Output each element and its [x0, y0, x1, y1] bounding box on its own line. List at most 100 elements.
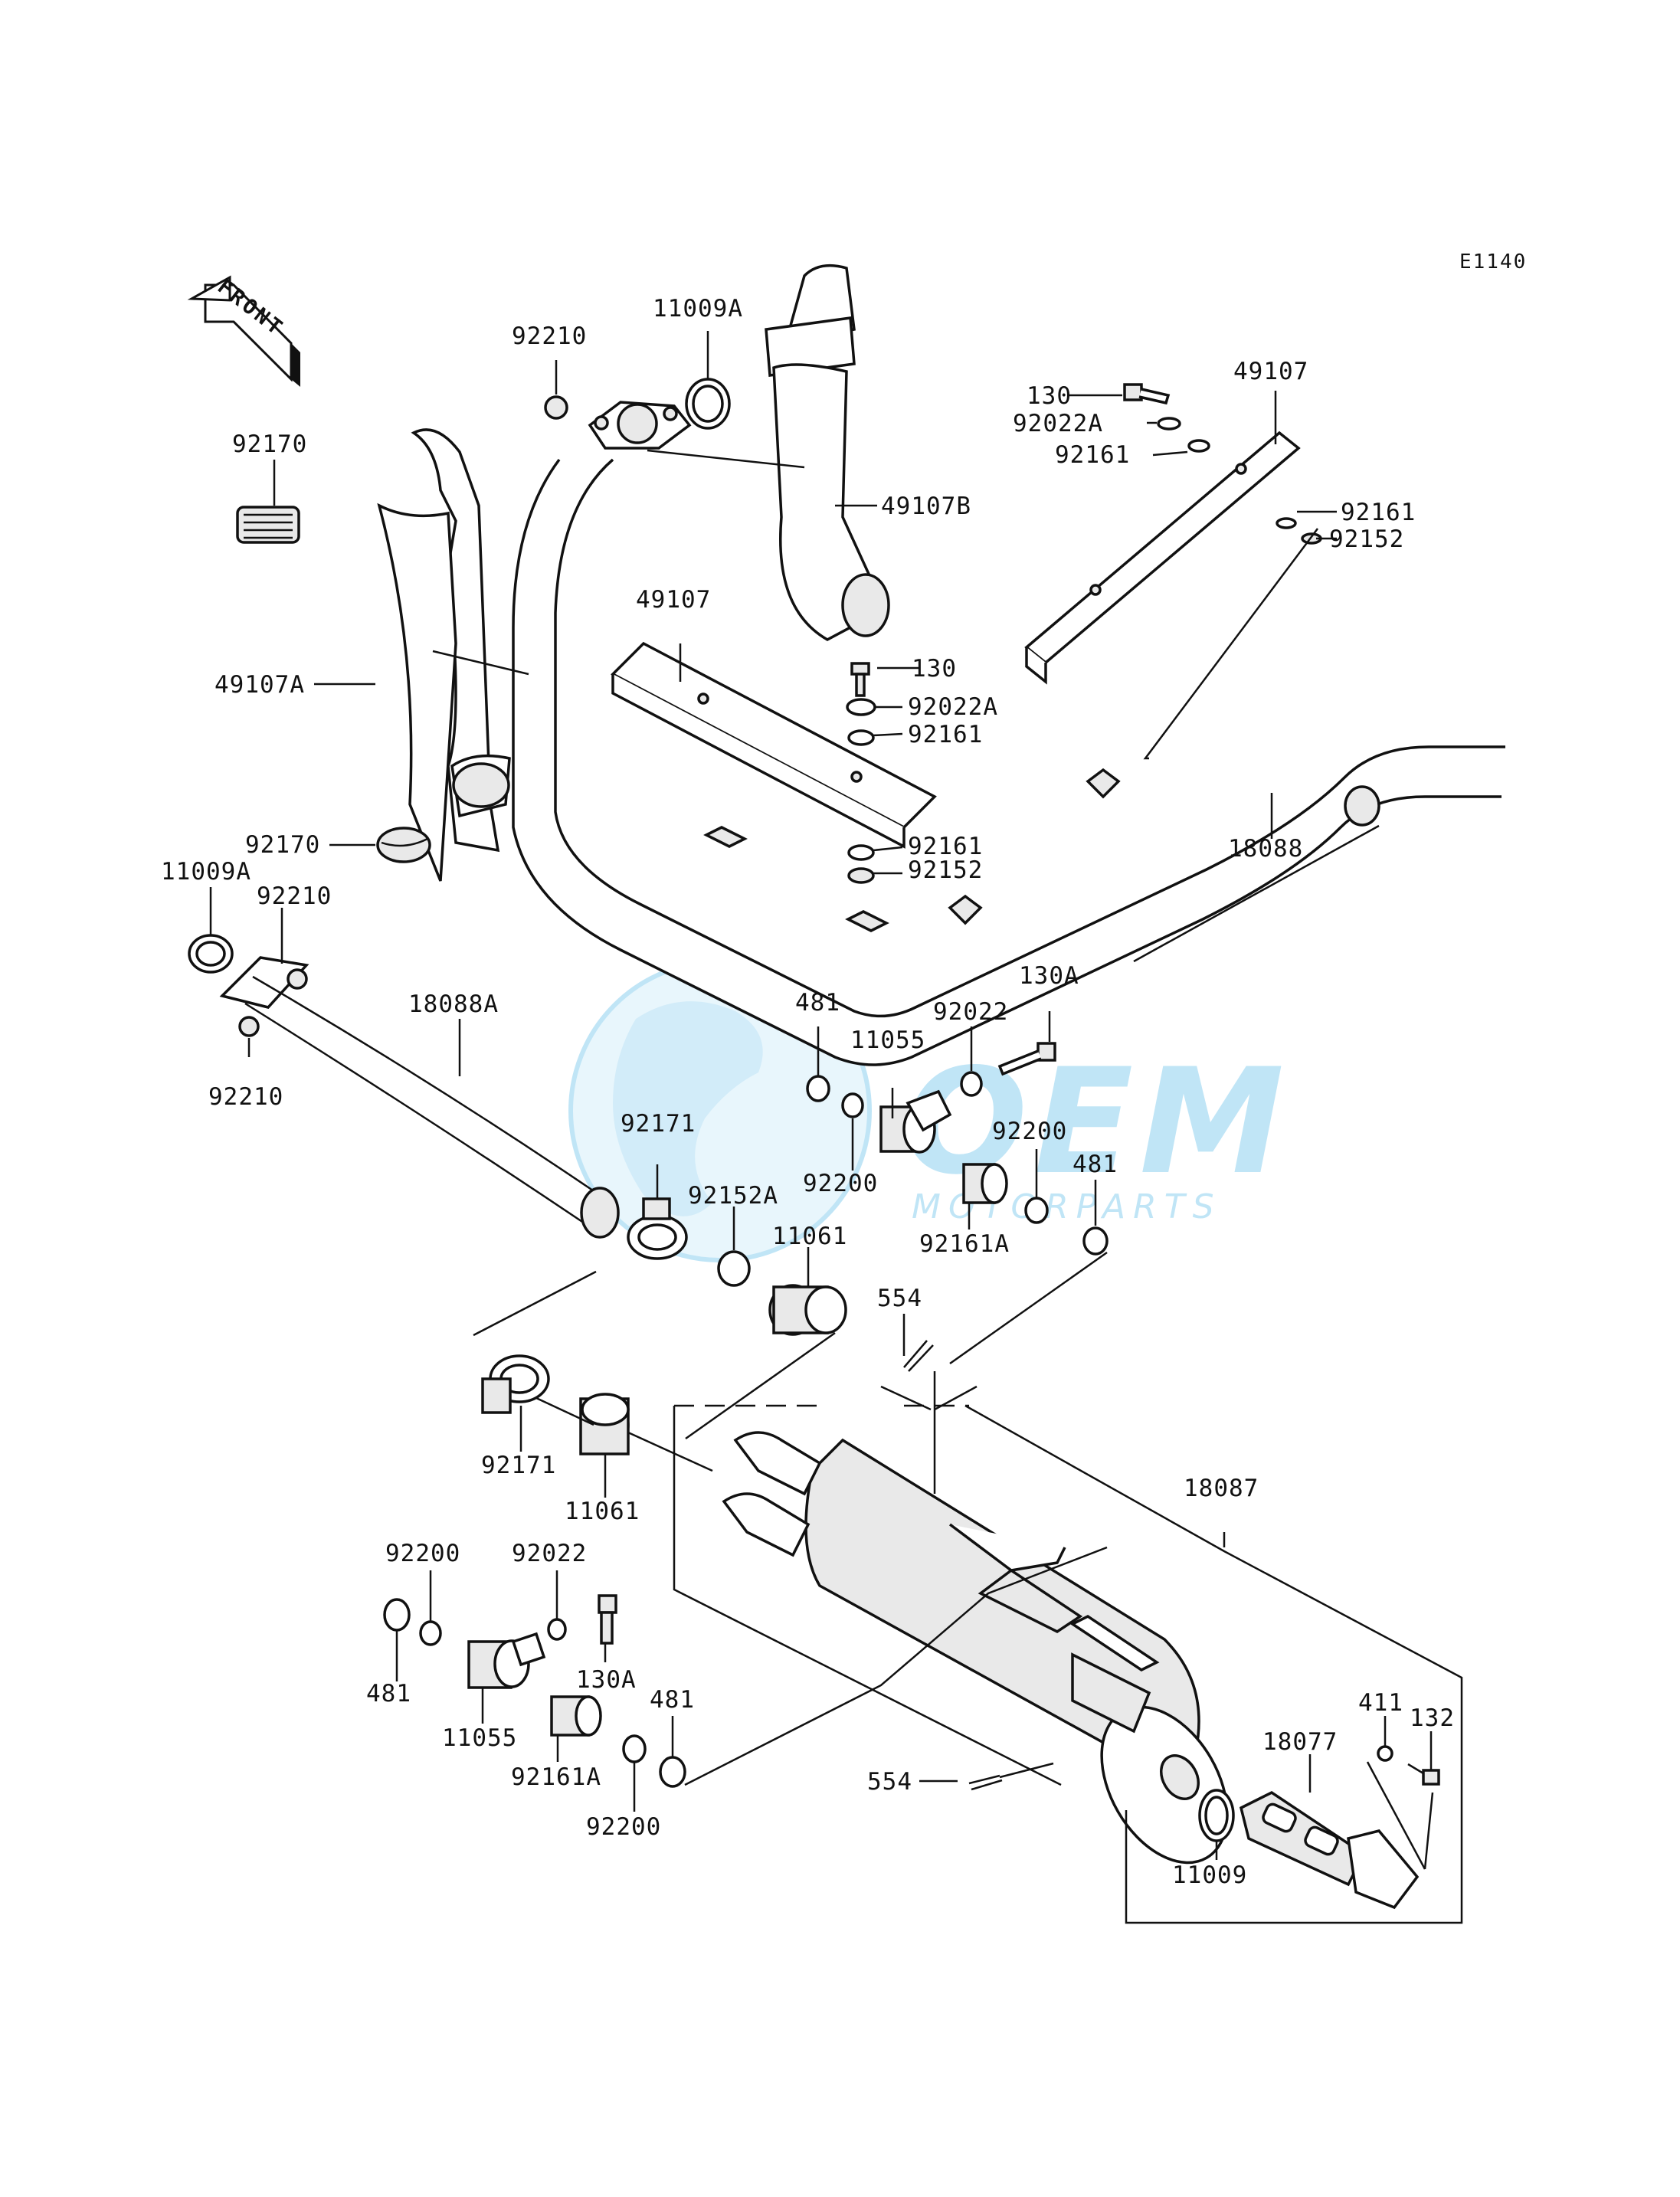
- label-411: 411: [1358, 1689, 1403, 1717]
- label-92022a-middle: 92022A: [908, 693, 998, 721]
- washer-411: [1377, 1745, 1393, 1762]
- exhaust-flange-top: [544, 395, 692, 450]
- bushing-11055-lower: [467, 1632, 546, 1689]
- bolt-130a-lower: [598, 1594, 617, 1645]
- circlip-481-upper-right: [1082, 1226, 1109, 1256]
- label-92152a: 92152A: [688, 1182, 778, 1210]
- heat-guard-49107-middle: [611, 641, 937, 849]
- label-92022a-right: 92022A: [1013, 410, 1103, 437]
- bushing-92161a-lower: [550, 1695, 602, 1737]
- label-11061-lower: 11061: [565, 1498, 640, 1525]
- label-49107-middle: 49107: [636, 586, 711, 614]
- label-92161-right-b: 92161: [1341, 499, 1416, 526]
- label-554-upper: 554: [877, 1285, 922, 1312]
- washer-92161-middle-b: [847, 844, 875, 861]
- gasket-11009: [1198, 1789, 1235, 1842]
- label-92210-left-bottom: 92210: [208, 1083, 283, 1111]
- muffler-18087: [722, 1431, 1229, 1865]
- label-11009a-top: 11009A: [653, 295, 743, 323]
- watermark-text: OEM: [904, 1037, 1290, 1207]
- label-92022-upper: 92022: [933, 998, 1008, 1026]
- label-11055-lower: 11055: [442, 1724, 517, 1752]
- heat-guard-49107a: [377, 428, 511, 882]
- bolt-130-middle: [850, 662, 870, 697]
- label-18088a: 18088A: [408, 990, 499, 1018]
- washer-92161-right: [1276, 517, 1297, 529]
- label-92200-upper-left: 92200: [803, 1170, 878, 1197]
- sleeve-11061-upper: [768, 1284, 847, 1336]
- label-132: 132: [1410, 1704, 1455, 1732]
- circlip-481-lower-left: [383, 1598, 411, 1632]
- cotter-pin-554-lower: [968, 1774, 1003, 1791]
- bushing-92161a-upper: [962, 1163, 1008, 1204]
- label-92170-upper: 92170: [232, 431, 307, 458]
- front-arrow-icon: FRONT: [187, 275, 300, 387]
- label-92161-right-a: 92161: [1055, 441, 1130, 469]
- washer-92022-lower: [547, 1618, 567, 1641]
- label-49107-right: 49107: [1233, 358, 1308, 385]
- label-92170-lower: 92170: [245, 831, 320, 859]
- label-130a-lower: 130A: [576, 1666, 637, 1694]
- label-92022-lower: 92022: [512, 1540, 587, 1567]
- label-92161-middle-b: 92161: [908, 833, 983, 860]
- hose-clamp-92170-lower: [376, 827, 431, 863]
- exhaust-pipe-18088a: [188, 934, 620, 1239]
- bolt-130-upper: [1123, 383, 1171, 405]
- label-11055-upper: 11055: [850, 1026, 925, 1054]
- spark-arrester-18077: [1239, 1790, 1420, 1910]
- ring-92152a: [717, 1250, 751, 1287]
- label-92210-left-top: 92210: [257, 882, 332, 910]
- washer-92200-upper-left: [841, 1092, 864, 1118]
- heat-guard-49107-right: [1024, 431, 1301, 685]
- label-130-middle: 130: [912, 655, 957, 683]
- hose-clamp-92170-upper: [236, 506, 300, 544]
- heat-guard-49107b: [765, 264, 890, 641]
- washer-92200-lower-right: [622, 1734, 647, 1763]
- label-92200-lower-right: 92200: [586, 1813, 661, 1841]
- watermark-continents: [613, 1001, 763, 1216]
- label-49107a: 49107A: [215, 671, 305, 699]
- clamp-92171-lower: [481, 1354, 550, 1414]
- label-92171-upper: 92171: [621, 1110, 696, 1138]
- label-481-right: 481: [1073, 1151, 1118, 1178]
- label-130-right: 130: [1027, 382, 1072, 410]
- bolt-130a-upper: [997, 1042, 1056, 1076]
- label-92171-lower: 92171: [481, 1452, 556, 1479]
- washer-92152-middle: [847, 867, 875, 884]
- circlip-481-upper-left: [806, 1075, 830, 1102]
- label-554-lower: 554: [867, 1768, 912, 1796]
- clamp-92171-upper: [627, 1197, 688, 1260]
- bolt-132: [1407, 1763, 1440, 1786]
- label-481-lower-right: 481: [650, 1686, 695, 1714]
- label-11009a-left: 11009A: [161, 858, 251, 886]
- washer-92022a-upper: [1157, 417, 1181, 431]
- gasket-11009a-top: [685, 378, 731, 430]
- washer-92161-middle-a: [847, 729, 875, 746]
- bushing-11055-upper: [879, 1089, 952, 1154]
- label-92161-middle-a: 92161: [908, 721, 983, 748]
- label-92161a-lower: 92161A: [511, 1763, 601, 1791]
- label-92152-middle: 92152: [908, 856, 983, 884]
- washer-92022-upper: [960, 1071, 983, 1097]
- label-18077: 18077: [1262, 1728, 1338, 1756]
- label-92210-top: 92210: [512, 323, 587, 350]
- washer-92022a-middle: [846, 698, 876, 716]
- leader-lines: [209, 331, 1463, 1924]
- label-11061-upper: 11061: [772, 1223, 847, 1250]
- label-18087: 18087: [1184, 1475, 1259, 1502]
- part-labels: 92210 11009A 92170 130 49107 92022A 9216…: [161, 295, 1455, 1889]
- label-481-top: 481: [795, 989, 840, 1017]
- label-49107b: 49107B: [881, 493, 971, 520]
- watermark-subtext: MOTORPARTS: [912, 1187, 1222, 1226]
- label-92200-lower-left: 92200: [385, 1540, 460, 1567]
- sleeve-11061-lower: [579, 1393, 630, 1455]
- label-92200-upper-right: 92200: [992, 1118, 1067, 1145]
- circlip-481-lower-right: [659, 1756, 686, 1788]
- washer-92161-upper: [1187, 439, 1210, 453]
- label-18088: 18088: [1228, 835, 1303, 863]
- label-11009: 11009: [1172, 1861, 1247, 1889]
- diagram-code: E1140: [1459, 250, 1527, 273]
- label-481-lower-left: 481: [366, 1680, 411, 1708]
- washer-92200-lower-left: [419, 1620, 442, 1646]
